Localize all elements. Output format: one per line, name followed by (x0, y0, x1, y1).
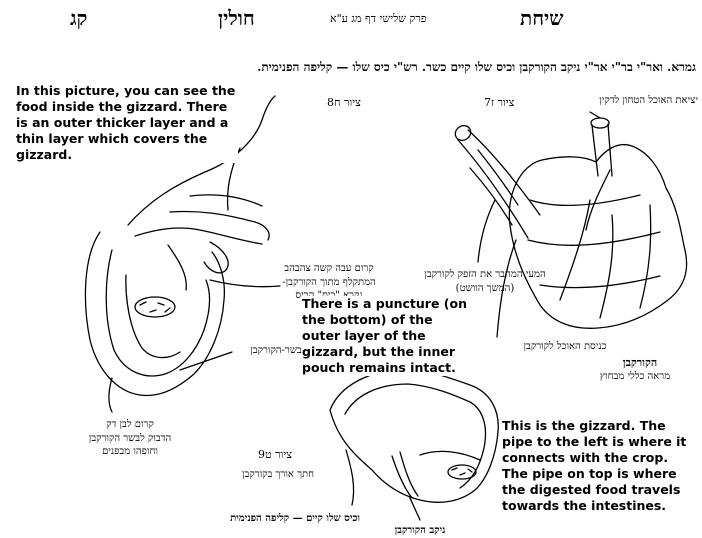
label-gizzard-exterior: מראה כללי מבחוץ (580, 370, 690, 384)
label-entry-food: כניסת האוכל לקורקבן (500, 340, 630, 354)
note-puncture: There is a puncture (on the bottom) of t… (302, 296, 474, 376)
figure-8-label: ציור ח8 (327, 96, 361, 109)
longitudinal-cut-drawing (330, 370, 498, 520)
gizzard-exterior-drawing (452, 112, 686, 337)
label-gizzard-title: הקורקבן (590, 356, 690, 371)
label-exit-food: יציאת האוכל הטחון לדקין (548, 94, 698, 108)
note-gizzard-pipes: This is the gizzard. The pipe to the lef… (502, 418, 694, 514)
label-longitudinal-cut: חתך אורך בקורקבן (238, 468, 318, 482)
figure-9-label: ציור ט9 (258, 448, 292, 461)
note-food-inside-gizzard: In this picture, you can see the food in… (16, 83, 238, 163)
label-thin-membrane: קרום לבן דק הדבוק לבשר הקורקבן וחופהו מב… (70, 418, 190, 459)
label-gizzard-hole: ניקב הקורקבן (380, 524, 460, 538)
figure-7-label: ציור ז7 (484, 96, 514, 109)
label-intestine-connect: המעי המחבר את הזפק לקורקבן (המשך הוושט) (410, 268, 560, 295)
label-inner-pouch: וכיס שלו קיים — קליפה הפנימית (200, 512, 390, 526)
